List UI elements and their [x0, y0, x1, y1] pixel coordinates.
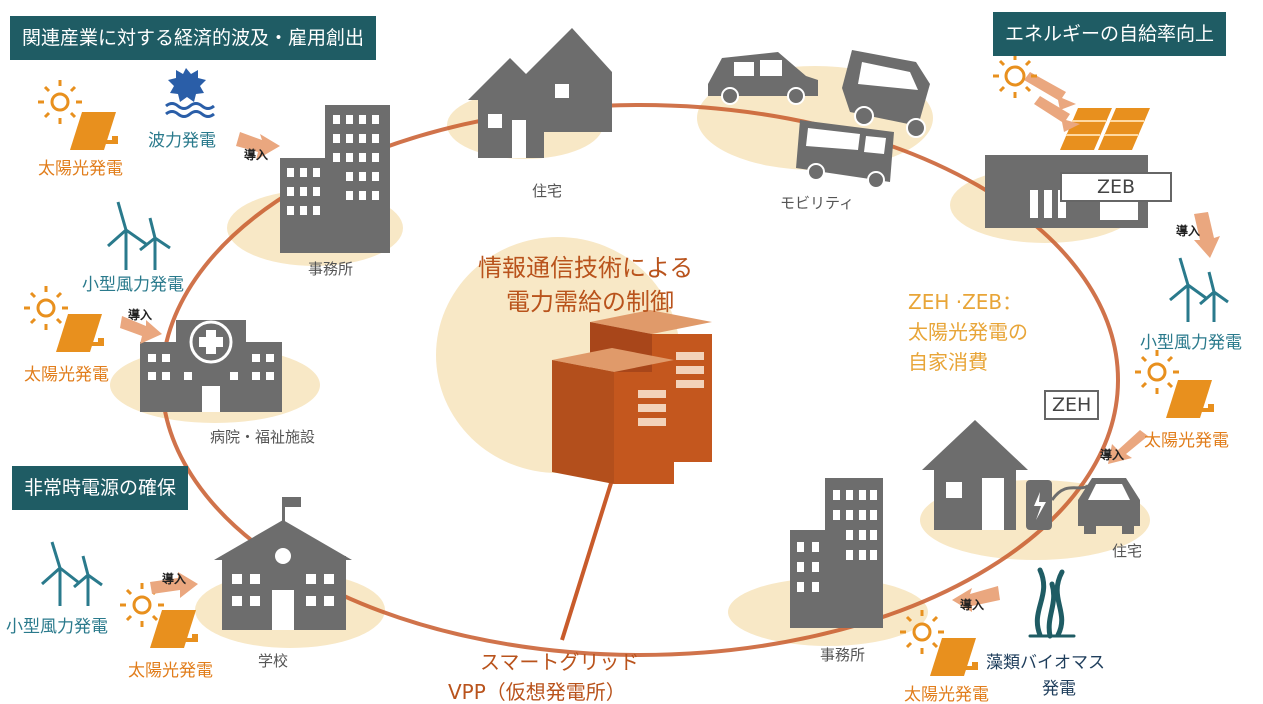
car-icon-ev — [1078, 478, 1140, 534]
sun-icon — [120, 583, 164, 627]
source-label-wave: 波力発電 — [148, 131, 216, 151]
source-label-solar-c: 太陽光発電 — [1144, 431, 1229, 451]
wind-turbine-icon-b — [1169, 257, 1229, 322]
source-label-wind-c: 小型風力発電 — [6, 617, 108, 637]
solar-panel-icon — [56, 314, 104, 352]
zeh-sign: ZEH — [1044, 390, 1100, 420]
sun-icon — [900, 610, 944, 654]
zeb-sign: ZEB — [1060, 172, 1172, 202]
banner-energy: エネルギーの自給率向上 — [993, 12, 1227, 56]
sun-icon — [38, 80, 82, 124]
sun-icon — [1135, 350, 1179, 394]
source-label-solar-e: 太陽光発電 — [904, 685, 989, 704]
source-label-wind-b: 小型風力発電 — [1140, 333, 1242, 353]
center-title-line2: 電力需給の制御 — [506, 288, 674, 316]
grid-connector-line — [560, 479, 614, 641]
source-label-wind-a: 小型風力発電 — [82, 275, 184, 295]
zeh-zeb-note-line3: 自家消費 — [908, 350, 988, 374]
grid-label-line2: VPP（仮想発電所） — [448, 680, 626, 704]
ev-charger-icon — [1026, 480, 1089, 530]
source-label-solar-a: 太陽光発電 — [38, 159, 123, 179]
banner-industry: 関連産業に対する経済的波及・雇用創出 — [10, 16, 377, 60]
school-icon — [214, 497, 352, 630]
wind-turbine-icon-a — [107, 201, 171, 270]
intro-arrows — [120, 132, 1220, 612]
bus-icon — [796, 120, 894, 189]
sun-icon — [24, 286, 68, 330]
sun-icons — [24, 54, 1179, 654]
node-label-office-bottom: 事務所 — [820, 646, 866, 664]
intro-label: 導入 — [1100, 448, 1125, 462]
car-icon — [708, 52, 818, 105]
solar-panel-icon — [150, 610, 198, 648]
center-title-line1: 情報通信技術による — [478, 254, 694, 282]
sun-icon — [993, 54, 1037, 98]
intro-label: 導入 — [244, 148, 269, 162]
source-label-solar-d: 太陽光発電 — [128, 661, 213, 681]
node-label-house-right: 住宅 — [1112, 542, 1143, 560]
office-building-icon-left — [280, 105, 390, 253]
zeh-zeb-note-line1: ZEH ·ZEB： — [908, 290, 1023, 314]
server-icon — [552, 310, 712, 484]
house-icon-top — [468, 28, 612, 158]
node-label-office-left: 事務所 — [308, 260, 354, 278]
sunlight-arrows — [1024, 72, 1080, 132]
wave-power-icon — [165, 68, 215, 118]
house-icon-right — [922, 420, 1028, 530]
node-label-school: 学校 — [258, 652, 289, 670]
node-label-mobility: モビリティ — [780, 194, 855, 212]
hospital-icon — [140, 320, 282, 412]
wind-turbine-icon-c — [41, 541, 103, 606]
solar-panel-icons — [56, 112, 1214, 676]
algae-icon — [1028, 567, 1076, 639]
solar-panel-icon — [930, 638, 978, 676]
node-label-house-top: 住宅 — [532, 182, 563, 200]
source-label-algae-line1: 藻類バイオマス — [986, 653, 1105, 673]
solar-panel-icon — [1166, 380, 1214, 418]
zeh-zeb-note-line2: 太陽光発電の — [908, 320, 1028, 344]
intro-label: 導入 — [128, 308, 153, 322]
source-label-algae-line2: 発電 — [1042, 679, 1076, 699]
grid-label-line1: スマートグリッド — [480, 650, 640, 674]
node-label-hospital: 病院・福祉施設 — [210, 428, 316, 446]
source-label-solar-b: 太陽光発電 — [24, 365, 109, 385]
tuk-tuk-icon — [842, 50, 930, 138]
intro-label: 導入 — [960, 598, 985, 612]
banner-emergency: 非常時電源の確保 — [12, 466, 189, 510]
intro-label: 導入 — [1176, 224, 1201, 238]
solar-panel-icon — [70, 112, 118, 150]
intro-label: 導入 — [162, 572, 187, 586]
office-building-icon-bottom — [790, 478, 883, 628]
